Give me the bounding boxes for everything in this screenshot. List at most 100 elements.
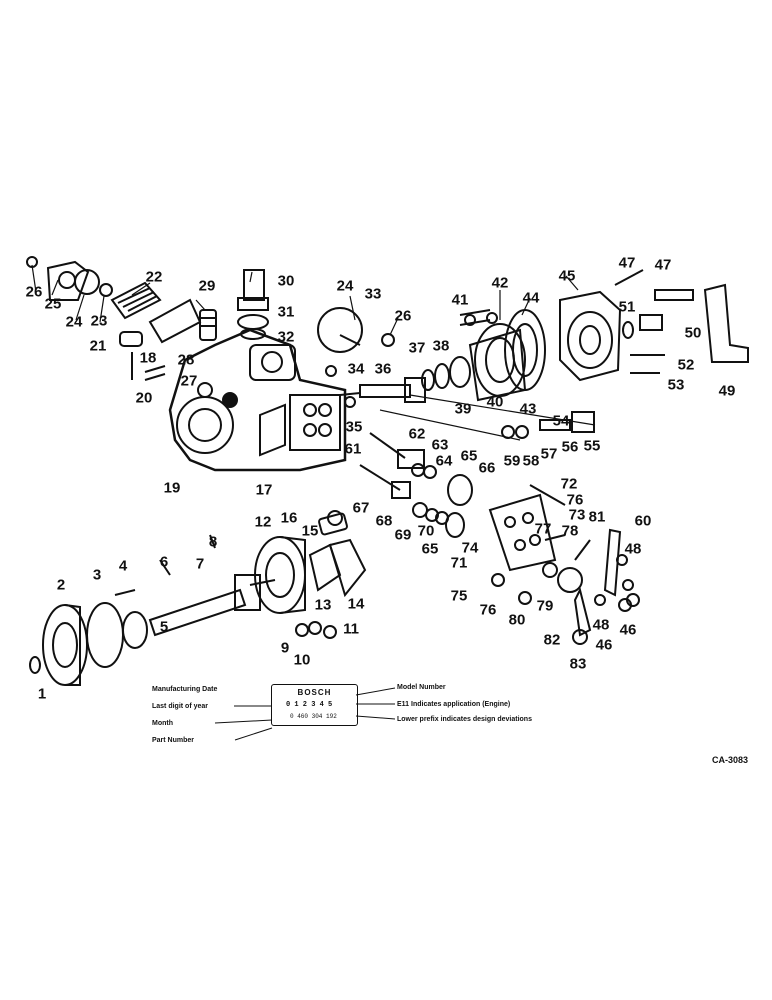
callout-label-39: 39: [454, 400, 472, 418]
callout-label-80: 80: [508, 611, 526, 629]
callout-label-3: 3: [92, 566, 102, 584]
nameplate-label-design-deviation: Lower prefix indicates design deviations: [397, 716, 532, 723]
callout-label-78: 78: [561, 522, 579, 540]
callout-label-18: 18: [139, 349, 157, 367]
callout-label-2: 2: [56, 576, 66, 594]
nameplate-label-month: Month: [152, 720, 173, 727]
callout-label-23: 23: [90, 312, 108, 330]
callout-label-44: 44: [522, 289, 540, 307]
callout-label-10: 10: [293, 651, 311, 669]
callout-label-29: 29: [198, 277, 216, 295]
callout-label-45: 45: [558, 267, 576, 285]
callout-label-46a: 46: [595, 636, 613, 654]
callout-label-66: 66: [478, 459, 496, 477]
callout-label-1: 1: [37, 685, 47, 703]
callout-label-54: 54: [552, 412, 570, 430]
callout-label-72: 72: [560, 475, 578, 493]
callout-label-50: 50: [684, 324, 702, 342]
callout-label-16: 16: [280, 509, 298, 527]
callout-label-63: 63: [431, 436, 449, 454]
callout-label-9: 9: [280, 639, 290, 657]
callout-label-43: 43: [519, 400, 537, 418]
callout-label-19: 19: [163, 479, 181, 497]
nameplate-label-model-number: Model Number: [397, 684, 446, 691]
callout-label-13: 13: [314, 596, 332, 614]
callout-label-60: 60: [634, 512, 652, 530]
nameplate-label-application: E11 Indicates application (Engine): [397, 701, 511, 708]
callout-label-82: 82: [543, 631, 561, 649]
nameplate-label-manufacturing-date: Manufacturing Date: [152, 686, 218, 693]
callout-label-37: 37: [408, 339, 426, 357]
callout-label-5: 5: [159, 618, 169, 636]
callout-label-46b: 46: [619, 621, 637, 639]
callout-label-65b: 65: [421, 540, 439, 558]
callout-label-33: 33: [364, 285, 382, 303]
callout-label-15: 15: [301, 522, 319, 540]
callout-label-24: 24: [65, 313, 83, 331]
callout-label-38: 38: [432, 337, 450, 355]
callout-label-47a: 47: [618, 254, 636, 272]
callout-label-31: 31: [277, 303, 295, 321]
callout-label-65a: 65: [460, 447, 478, 465]
governor-cover: [488, 484, 566, 572]
callout-label-26: 26: [25, 283, 43, 301]
callout-label-81: 81: [588, 508, 606, 526]
callout-label-49: 49: [718, 382, 736, 400]
callout-label-48b: 48: [592, 616, 610, 634]
callout-label-14: 14: [347, 595, 365, 613]
callout-label-67: 67: [352, 499, 370, 517]
callout-label-11: 11: [343, 620, 359, 638]
callout-label-74: 74: [461, 539, 479, 557]
nameplate-label-last-digit: Last digit of year: [152, 703, 209, 710]
callout-label-42: 42: [491, 274, 509, 292]
callout-label-56: 56: [561, 438, 579, 456]
callout-label-58: 58: [522, 452, 540, 470]
callout-label-52: 52: [677, 356, 695, 374]
callout-label-20: 20: [135, 389, 153, 407]
callout-label-77: 77: [534, 520, 552, 538]
callout-label-26b: 26: [394, 307, 412, 325]
callout-label-76a: 76: [566, 491, 584, 509]
nameplate-digits: 0 1 2 3 4 5: [286, 701, 333, 709]
callout-label-57: 57: [540, 445, 558, 463]
callout-label-17: 17: [255, 481, 273, 499]
callout-label-75: 75: [450, 587, 468, 605]
drive-shaft: [148, 574, 276, 637]
callout-label-61: 61: [344, 440, 362, 458]
callout-label-12: 12: [254, 513, 272, 531]
callout-label-68: 68: [375, 512, 393, 530]
callout-label-64: 64: [435, 452, 453, 470]
callout-label-62: 62: [408, 425, 426, 443]
callout-label-69: 69: [394, 526, 412, 544]
nameplate-label-part-number: Part Number: [152, 737, 195, 744]
callout-label-53: 53: [667, 376, 685, 394]
callout-label-73: 73: [568, 506, 586, 524]
callout-label-4: 4: [118, 557, 128, 575]
callout-label-25: 25: [44, 295, 62, 313]
callout-label-24b: 24: [336, 277, 354, 295]
callout-label-40: 40: [486, 393, 504, 411]
callout-label-48a: 48: [624, 540, 642, 558]
callout-label-83: 83: [569, 655, 587, 673]
callout-label-7: 7: [195, 555, 205, 573]
callout-label-79: 79: [536, 597, 554, 615]
callout-label-36: 36: [374, 360, 392, 378]
callout-label-76b: 76: [479, 601, 497, 619]
callout-label-27: 27: [180, 372, 198, 390]
callout-label-70: 70: [417, 522, 435, 540]
pump-housing: [168, 328, 347, 472]
callout-label-41: 41: [451, 291, 469, 309]
nameplate-part-number: 0 460 304 192: [290, 713, 337, 720]
callout-label-8: 8: [208, 533, 218, 551]
drawing-code: CA-3083: [712, 755, 749, 765]
callout-label-55: 55: [583, 437, 601, 455]
callout-label-30: 30: [277, 272, 295, 290]
callout-label-47b: 47: [654, 256, 672, 274]
callout-label-32: 32: [277, 328, 295, 346]
callout-label-71: 71: [450, 554, 468, 572]
callout-label-28: 28: [177, 351, 195, 369]
callout-label-21: 21: [89, 337, 107, 355]
callout-label-34: 34: [347, 360, 365, 378]
